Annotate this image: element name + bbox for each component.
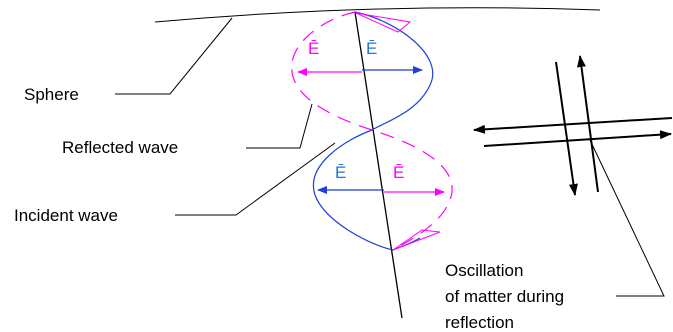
oscillation-horizontal-arrow-right [483, 130, 672, 147]
sphere-label: Sphere [24, 85, 79, 104]
sphere-leader-line [115, 17, 233, 95]
lower-incident-e-label: Ē [335, 163, 346, 182]
oscillation-label-line3: reflection [445, 313, 514, 332]
oscillation-horizontal-arrow-left [473, 117, 673, 134]
oscillation-vertical-arrow-down [555, 61, 578, 196]
oscillation-label-line1: Oscillation [445, 261, 523, 280]
reflected-wave-label: Reflected wave [62, 138, 178, 157]
oscillation-leader-line [589, 139, 665, 297]
upper-incident-e-label: Ē [366, 39, 377, 58]
incident-wave-label: Incident wave [14, 206, 118, 225]
upper-reflected-e-label: Ē [308, 39, 319, 58]
bottom-wave-marker [392, 229, 441, 251]
incident-wave-leader-line [175, 142, 336, 216]
oscillation-label-line2: of matter during [445, 287, 564, 306]
sphere-surface-curve [154, 7, 601, 23]
top-wave-marker [355, 12, 412, 33]
reflected-wave-leader-line [246, 103, 313, 149]
reflected-wave-curve [291, 11, 453, 251]
wave-axis-line [354, 11, 403, 319]
lower-reflected-e-label: Ē [393, 163, 404, 182]
